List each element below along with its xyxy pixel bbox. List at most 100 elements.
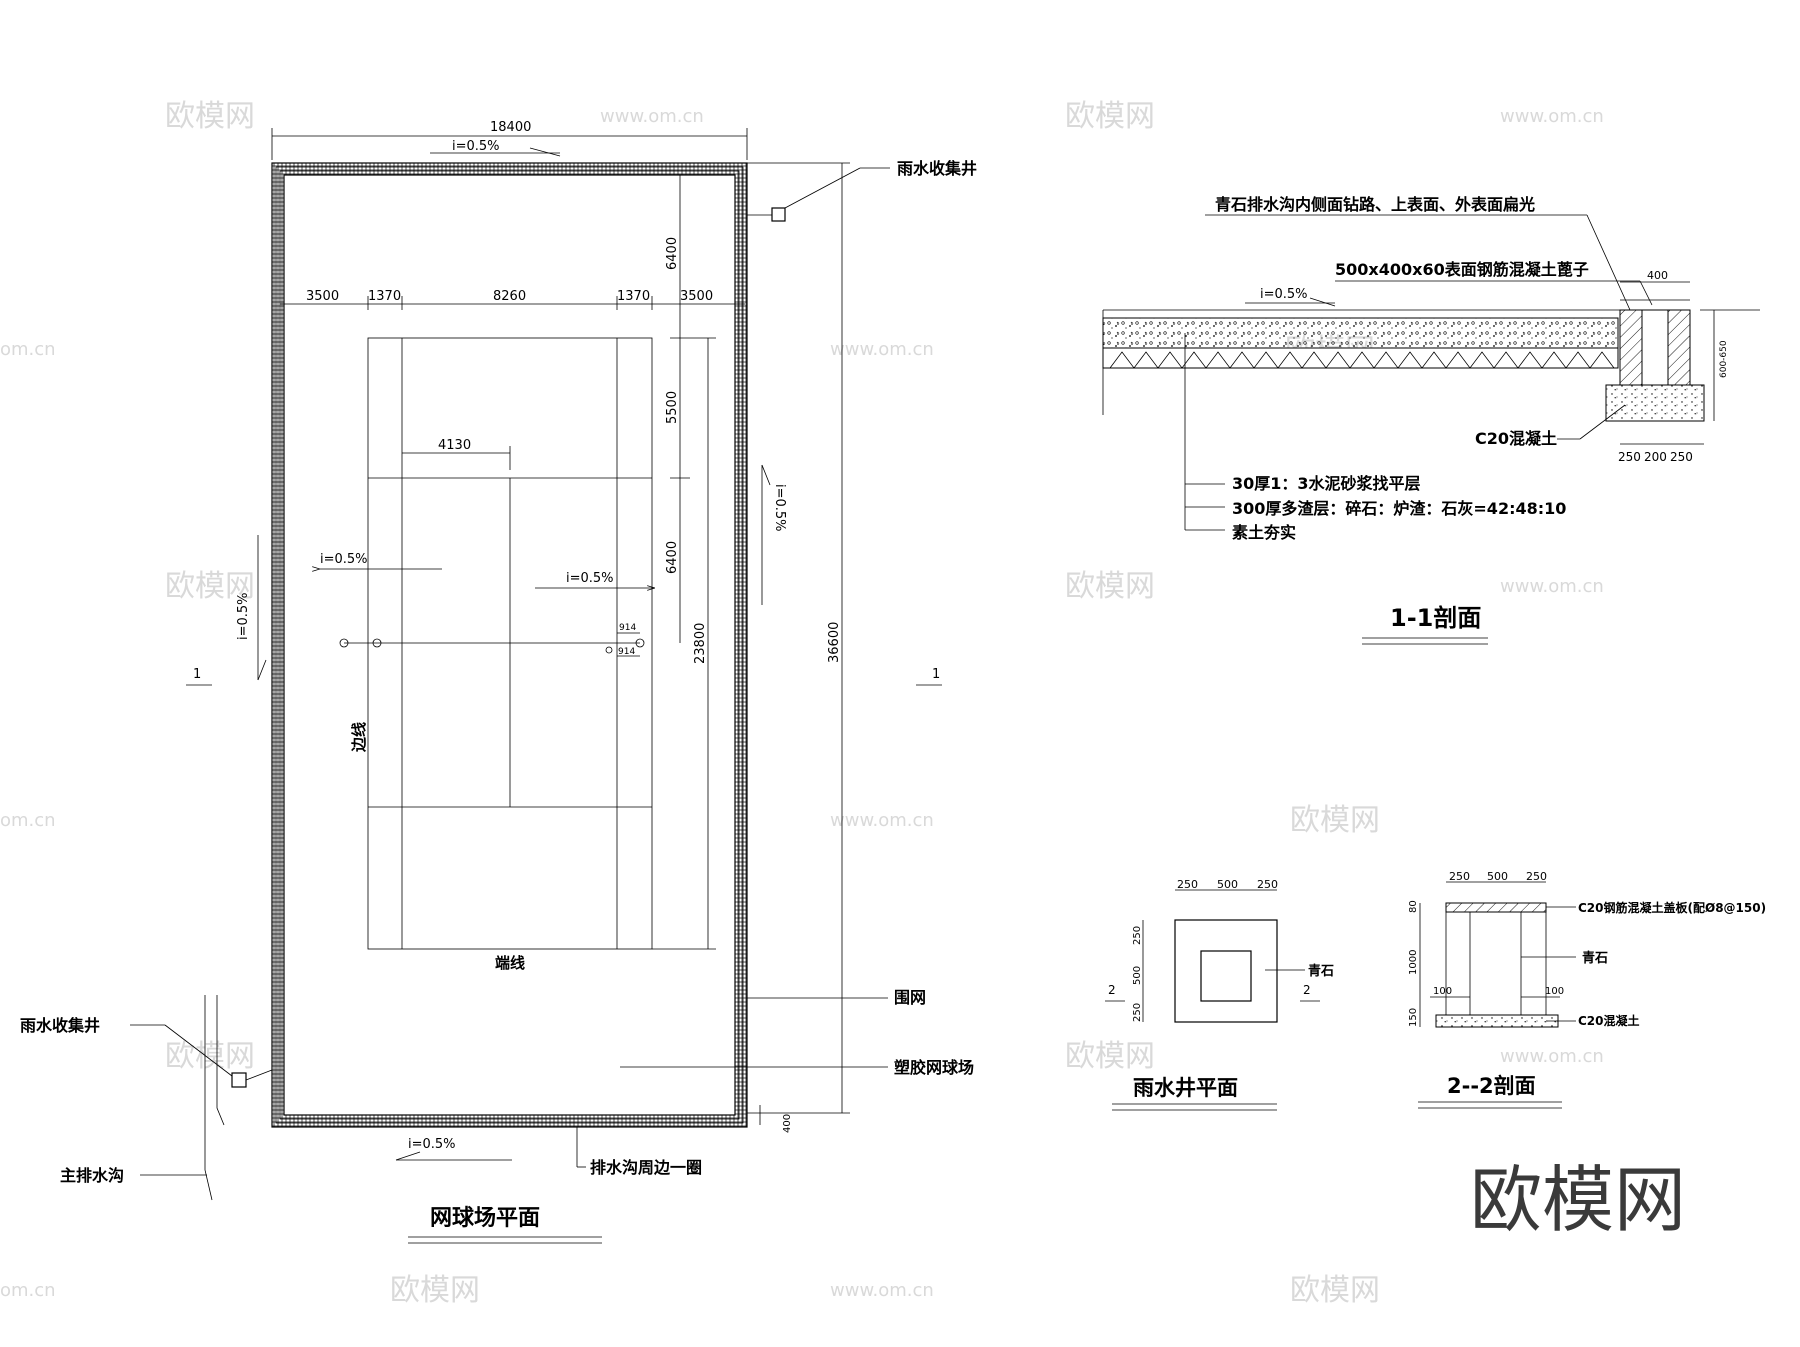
dim-drain-width: 400: [782, 1114, 793, 1133]
well-outer: [1174, 919, 1278, 1023]
label-c20: C20混凝土: [1475, 429, 1557, 448]
label-drain-loop: 排水沟周边一圈: [590, 1158, 702, 1177]
section-1-1: 400 600-650 250 200 250 i=0.5% 青石排水沟内侧面钻…: [1102, 195, 1760, 645]
net-post: [339, 638, 349, 648]
watermark-logo: 欧模网: [1065, 1039, 1155, 1074]
well-label-stone: 青石: [1308, 963, 1334, 979]
rain-well-left: [231, 1072, 247, 1088]
net-post: [635, 638, 645, 648]
well-dim-top-0: 250: [1177, 878, 1198, 891]
label-main-ditch: 主排水沟: [60, 1166, 124, 1185]
dim-total-width: 18400: [490, 120, 531, 135]
sec22-dim-in-left: 100: [1433, 986, 1452, 997]
watermark-url: www.om.cn: [830, 810, 934, 831]
note-grate: 500x400x60表面钢筋混凝土蓖子: [1335, 260, 1589, 279]
sec22-dim-in-right: 100: [1545, 986, 1564, 997]
dim-row-4: 3500: [680, 289, 713, 304]
sec22-label-c20: C20混凝土: [1578, 1013, 1640, 1028]
dim-bottom-2: 250: [1670, 450, 1693, 464]
c20-base: [1605, 384, 1705, 422]
section11-slope: i=0.5%: [1260, 287, 1308, 302]
label-sideline: 边线: [350, 722, 368, 753]
sec22-dim-top-0: 250: [1449, 870, 1470, 883]
watermark-url: om.cn: [0, 339, 56, 360]
net-post: [372, 638, 382, 648]
section-mark-left: 1: [193, 667, 201, 682]
well-dim-left-1: 500: [1132, 966, 1143, 985]
sec22-dim-cover: 80: [1408, 900, 1419, 913]
dim-row-3: 1370: [617, 289, 650, 304]
watermark-url: www.om.cn: [830, 1280, 934, 1301]
dim-400: 400: [1647, 269, 1668, 282]
dim-row-0: 3500: [306, 289, 339, 304]
watermark-url: www.om.cn: [1500, 106, 1604, 127]
sec22-dim-height: 1000: [1408, 950, 1419, 975]
slope-right: i=0.5%: [772, 484, 787, 532]
label-baseline: 端线: [495, 954, 525, 972]
sec22-label-stone: 青石: [1582, 950, 1608, 966]
watermark-logo: 欧模网: [390, 1273, 480, 1308]
dim-center-service: 4130: [438, 438, 471, 453]
watermark-logo: 欧模网: [165, 1039, 255, 1074]
layer-3: 素土夯实: [1232, 523, 1296, 542]
watermark-url: om.cn: [0, 1280, 56, 1301]
tennis-court-plan: 18400 i=0.5% 3500 1370 8260 1370 3500 41…: [20, 120, 977, 1244]
label-fence: 围网: [894, 988, 926, 1007]
rain-well-top: [771, 207, 786, 222]
watermark-logo: 欧模网: [1065, 99, 1155, 134]
dim-bottom-0: 250: [1618, 450, 1641, 464]
ditch-wall-left: [1619, 309, 1643, 386]
well-dim-top-1: 500: [1217, 878, 1238, 891]
dim-bottom-1: 200: [1644, 450, 1667, 464]
court-surface: [283, 174, 736, 1116]
dim-service-depth: 6400: [665, 541, 680, 574]
watermark-url: www.om.cn: [600, 106, 704, 127]
dim-row-1: 1370: [368, 289, 401, 304]
dim-total-length: 36600: [827, 622, 842, 663]
court-outline: [367, 337, 653, 950]
well-dim-top-2: 250: [1257, 878, 1278, 891]
watermark-logo: 欧模网: [1065, 569, 1155, 604]
watermark-url: om.cn: [0, 810, 56, 831]
dim-row-2: 8260: [493, 289, 526, 304]
watermark-layer: 欧模网 www.om.cn 欧模网 www.om.cn om.cn 欧模网 ww…: [0, 99, 1686, 1308]
compacted-soil-layer: [1102, 347, 1619, 369]
dim-service-half: 5500: [665, 391, 680, 424]
well-section-mark-right: 2: [1303, 983, 1311, 997]
note-top: 青石排水沟内侧面钻路、上表面、外表面扁光: [1215, 195, 1535, 214]
gravel-layer: [1102, 317, 1619, 349]
watermark-url: www.om.cn: [1500, 576, 1604, 597]
label-rain-well-top: 雨水收集井: [897, 159, 977, 178]
watermark-logo: 欧模网: [165, 99, 255, 134]
dim-post-b: 914: [618, 647, 635, 657]
section-mark-right: 1: [932, 667, 940, 682]
dim-runoff-top: 6400: [665, 237, 680, 270]
watermark-big-logo: 欧模网: [1470, 1158, 1686, 1242]
plan-title: 网球场平面: [430, 1206, 540, 1231]
layer-2: 300厚多渣层：碎石：炉渣：石灰=42:48:10: [1232, 499, 1566, 518]
sec22-dim-base: 150: [1408, 1008, 1419, 1027]
well-dim-left-0: 250: [1132, 926, 1143, 945]
dim-post-a: 914: [619, 623, 636, 633]
well-plan-title: 雨水井平面: [1133, 1076, 1238, 1100]
slope-top: i=0.5%: [452, 139, 500, 154]
section22-title: 2--2剖面: [1447, 1074, 1536, 1098]
cover-slab: [1445, 902, 1547, 913]
sec22-label-cover: C20钢筋混凝土盖板(配Ø8@150): [1578, 900, 1766, 915]
main-ditch-line: [204, 995, 213, 1201]
c20-base-2: [1435, 1014, 1559, 1028]
watermark-url: www.om.cn: [1500, 1046, 1604, 1067]
layer-1: 30厚1：3水泥砂浆找平层: [1232, 474, 1421, 493]
dim-depth: 600-650: [1719, 340, 1729, 378]
watermark-logo: 欧模网: [1290, 1273, 1380, 1308]
well-inner: [1200, 950, 1252, 1002]
watermark-logo: 欧模网: [1290, 803, 1380, 838]
label-rain-well-left: 雨水收集井: [20, 1016, 100, 1035]
slope-inner-left: i=0.5%: [320, 552, 368, 567]
dim-court-length: 23800: [693, 623, 708, 664]
sec22-dim-top-1: 500: [1487, 870, 1508, 883]
slope-left: i=0.5%: [236, 592, 251, 640]
watermark-url: www.om.cn: [830, 339, 934, 360]
slope-bottom: i=0.5%: [408, 1137, 456, 1152]
section-2-2: 250 500 250 80 1000 150 100 100 C20钢筋混凝土…: [1408, 870, 1766, 1109]
